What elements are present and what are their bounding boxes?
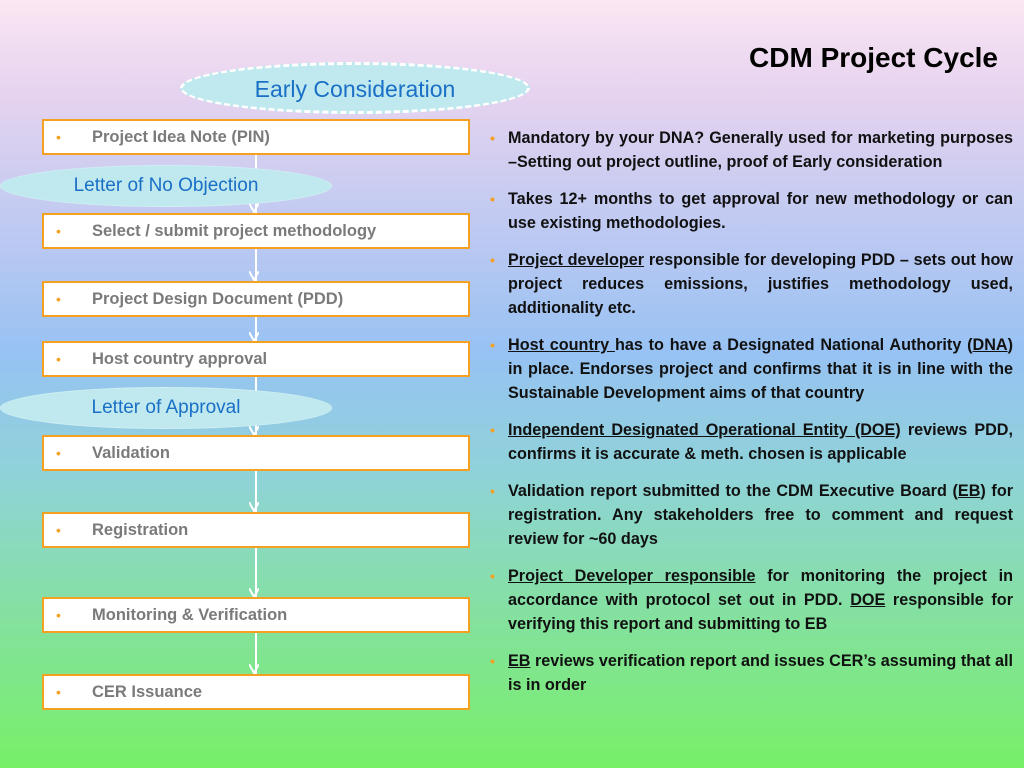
bullet-icon: • (490, 568, 495, 584)
note-underlined-term: Project developer (508, 251, 645, 269)
note-item: • Independent Designated Operational Enti… (488, 418, 1013, 466)
note-item: • Host country has to have a Designated N… (488, 333, 1013, 405)
note-item: • EB reviews verification report and issu… (488, 649, 1013, 697)
note-item: • Mandatory by your DNA? Generally used f… (488, 126, 1013, 174)
letter-of-approval-oval: Letter of Approval (0, 387, 332, 429)
flow-step-label: Monitoring & Verification (92, 605, 288, 624)
note-text: ) in place. Endorses project and confirm… (508, 336, 1013, 402)
flow-step-host-approval: • Host country approval (42, 341, 470, 377)
note-item: • Takes 12+ months to get approval for ne… (488, 187, 1013, 235)
notes-list: • Mandatory by your DNA? Generally used f… (488, 126, 1013, 710)
note-text: Validation report submitted to the CDM E… (508, 482, 958, 500)
flow-step-cer-issuance: • CER Issuance (42, 674, 470, 710)
bullet-icon: • (56, 351, 61, 367)
arrow-down-icon (249, 271, 259, 281)
flow-step-label: Registration (92, 520, 189, 539)
arrow-down-icon (249, 203, 259, 213)
early-consideration-ellipse: Early Consideration (180, 62, 530, 114)
bullet-icon: • (56, 684, 61, 700)
note-text: Takes 12+ months to get approval for new… (508, 190, 1013, 232)
bullet-icon: • (490, 483, 495, 499)
flow-step-monitoring: • Monitoring & Verification (42, 597, 470, 633)
flow-step-label: Project Design Document (PDD) (92, 289, 344, 308)
note-text: reviews PDD, confirms it is accurate & m… (508, 421, 1013, 463)
note-text: Mandatory by your DNA? Generally used fo… (508, 129, 1013, 171)
letter-of-approval-label: Letter of Approval (91, 397, 241, 418)
note-underlined-term: DNA (972, 336, 1008, 354)
flow-step-label: Host country approval (92, 349, 268, 368)
note-item: • Project Developer responsible for monit… (488, 564, 1013, 636)
note-underlined-term: DOE (850, 591, 886, 609)
bullet-icon: • (56, 607, 61, 623)
flow-step-pdd: • Project Design Document (PDD) (42, 281, 470, 317)
note-text: ) for registration. Any stakeholders fre… (508, 482, 1014, 548)
note-text: for monitoring the project in accordance… (508, 567, 1013, 609)
arrow-down-icon (249, 502, 259, 512)
bullet-icon: • (56, 445, 61, 461)
bullet-icon: • (490, 252, 495, 268)
note-text: reviews verification report and issues C… (508, 652, 1013, 694)
note-text: responsible for verifying this report an… (508, 591, 1013, 633)
bullet-icon: • (490, 130, 495, 146)
flow-step-label: Select / submit project methodology (92, 221, 377, 240)
letter-of-no-objection-oval: Letter of No Objection (0, 165, 332, 207)
note-underlined-term: EB (508, 652, 531, 670)
letter-of-no-objection-label: Letter of No Objection (73, 175, 259, 196)
flow-step-pin: • Project Idea Note (PIN) (42, 119, 470, 155)
bullet-icon: • (490, 422, 495, 438)
note-text: responsible for developing PDD – sets ou… (508, 251, 1013, 317)
bullet-icon: • (56, 522, 61, 538)
flow-step-registration: • Registration (42, 512, 470, 548)
bullet-icon: • (490, 191, 495, 207)
note-underlined-term: Project Developer responsible (508, 567, 756, 585)
arrow-down-icon (249, 664, 259, 674)
flow-step-label: Project Idea Note (PIN) (92, 127, 270, 146)
flow-step-methodology: • Select / submit project methodology (42, 213, 470, 249)
note-underlined-term: Independent Designated Operational Entit… (508, 421, 901, 439)
bullet-icon: • (56, 291, 61, 307)
note-item: • Validation report submitted to the CDM … (488, 479, 1013, 551)
page-title: CDM Project Cycle (749, 42, 998, 73)
early-consideration-label: Early Consideration (254, 76, 456, 102)
bullet-icon: • (490, 337, 495, 353)
bullet-icon: • (490, 653, 495, 669)
note-underlined-term: Host country (508, 336, 615, 354)
note-text: has to have a Designated National Author… (614, 336, 973, 354)
bullet-icon: • (56, 223, 61, 239)
flow-step-validation: • Validation (42, 435, 470, 471)
note-underlined-term: EB (957, 482, 981, 500)
note-item: • Project developer responsible for devel… (488, 248, 1013, 320)
flow-step-label: CER Issuance (92, 682, 203, 701)
bullet-icon: • (56, 129, 61, 145)
flow-step-label: Validation (92, 443, 170, 462)
